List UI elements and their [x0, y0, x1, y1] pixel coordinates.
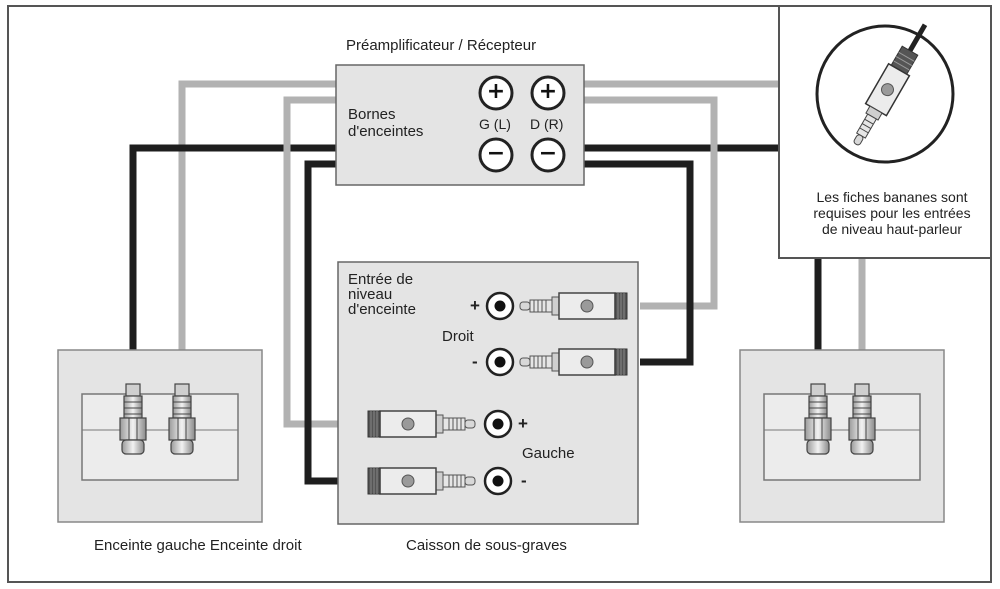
- sub-input-label-line1: Entrée de: [348, 271, 414, 288]
- receiver-title: Préamplificateur / Récepteur: [346, 37, 537, 54]
- minus-icon: −: [538, 141, 558, 166]
- sub-right-plus-symbol: +: [470, 296, 480, 315]
- terminals-label-line2: d'enceintes: [348, 123, 424, 140]
- binding-post-icon: [483, 409, 513, 439]
- subwoofer-title: Caisson de sous-graves: [406, 537, 567, 554]
- terminal-right-positive: [530, 75, 566, 111]
- note-line3: de niveau haut-parleur: [821, 221, 963, 237]
- terminal-left-negative: [478, 137, 514, 173]
- banana-plug-note: Les fiches bananes sont requises pour le…: [786, 189, 998, 237]
- wire-sub-right-negative: [548, 160, 694, 366]
- sub-right-label: Droit: [442, 328, 474, 345]
- sub-right-minus-symbol: -: [472, 352, 478, 371]
- sub-input-label-line3: d'enceinte: [348, 301, 416, 318]
- subwoofer-box: [337, 261, 639, 525]
- banana-plug-inset: [778, 5, 992, 259]
- plus-icon: +: [486, 79, 506, 104]
- left-speaker: [57, 349, 263, 523]
- right-channel-label: D (R): [530, 116, 564, 132]
- binding-post-icon: [485, 347, 515, 377]
- binding-post-icon: [485, 291, 515, 321]
- sub-left-plus-symbol: +: [518, 414, 528, 433]
- wire-sub-right-positive: [548, 96, 718, 310]
- right-speaker: [739, 349, 945, 523]
- sub-left-minus-symbol: -: [521, 471, 527, 490]
- banana-plug-icon: [853, 23, 928, 146]
- left-channel-label: G (L): [479, 116, 511, 132]
- note-line1: Les fiches bananes sont: [816, 189, 968, 205]
- speakers-caption: Enceinte gauche Enceinte droit: [94, 537, 302, 554]
- plus-icon: +: [538, 79, 558, 104]
- terminals-label-line1: Bornes: [348, 106, 396, 123]
- binding-post-icon: [483, 466, 513, 496]
- terminal-right-negative: [530, 137, 566, 173]
- minus-icon: −: [486, 141, 506, 166]
- note-line2: requises pour les entrées: [813, 205, 971, 221]
- sub-input-label-line2: niveau: [348, 286, 393, 303]
- outer-frame: [7, 5, 992, 583]
- sub-left-label: Gauche: [522, 445, 575, 462]
- terminal-left-positive: [478, 75, 514, 111]
- receiver-box: [335, 64, 585, 186]
